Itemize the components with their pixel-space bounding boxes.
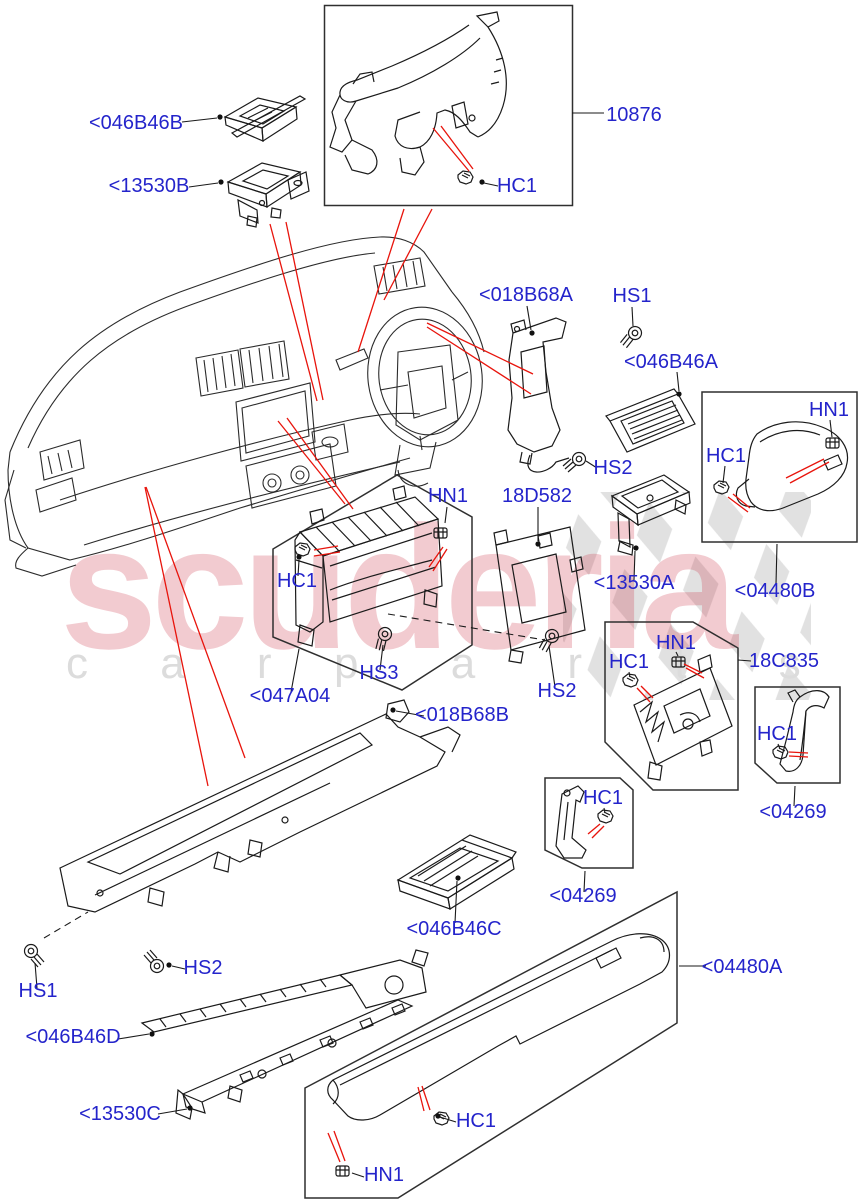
label-hc1-18C835[interactable]: HC1 xyxy=(609,651,649,673)
part-046B46D-strip xyxy=(140,949,429,1033)
part-13530B-tray xyxy=(226,162,310,228)
label-hc1-04480A[interactable]: HC1 xyxy=(456,1110,496,1132)
box-04269-right xyxy=(754,686,841,784)
part-10876-finisher xyxy=(329,11,507,176)
label-047A04[interactable]: <047A04 xyxy=(250,685,331,707)
dashed-reference-lines xyxy=(43,613,546,939)
screw-hs2-lower xyxy=(143,949,165,974)
label-046B46D[interactable]: <046B46D xyxy=(25,1026,120,1048)
screw-hs1-lower xyxy=(23,943,45,968)
part-18C835-panel xyxy=(633,654,733,781)
clip-hc1-04269-center xyxy=(597,809,614,824)
label-hc1-carrier[interactable]: HC1 xyxy=(277,570,317,592)
label-13530A[interactable]: <13530A xyxy=(594,572,675,594)
label-hn1-04480A[interactable]: HN1 xyxy=(364,1164,404,1186)
label-leaders xyxy=(34,112,833,1178)
label-04269-right[interactable]: <04269 xyxy=(759,801,826,823)
part-046B46A-tray xyxy=(605,388,696,453)
label-hn1-18C835[interactable]: HN1 xyxy=(656,632,696,654)
part-04269-center xyxy=(555,785,587,859)
label-046B46B[interactable]: <046B46B xyxy=(89,112,183,134)
steering-wheel xyxy=(335,306,483,487)
label-hc1-04269-center[interactable]: HC1 xyxy=(583,787,623,809)
part-13530A-bracket xyxy=(610,474,691,556)
clip-hc1-04269-right xyxy=(772,745,789,760)
box-04269-center xyxy=(544,777,634,869)
box-10876 xyxy=(323,4,574,207)
callout-boxes xyxy=(272,4,858,1199)
part-04480A-sill xyxy=(327,933,671,1121)
label-04269-center[interactable]: <04269 xyxy=(549,885,616,907)
part-046B46C-tray xyxy=(396,834,517,910)
part-number-labels: <046B46B <13530B 10876 HC1 <018B68A HS1 … xyxy=(19,104,849,1186)
part-018B68A-bracket xyxy=(507,317,570,473)
clip-hc1-console xyxy=(457,170,474,185)
label-hn1-carrier[interactable]: HN1 xyxy=(428,485,468,507)
part-018B68B-trim xyxy=(59,699,461,913)
label-04480B[interactable]: <04480B xyxy=(735,580,816,602)
label-18C835[interactable]: 18C835 xyxy=(749,650,819,672)
label-13530C[interactable]: <13530C xyxy=(79,1103,161,1125)
watermark-sub-right: p a r t s xyxy=(334,639,841,688)
label-hs1-lower[interactable]: HS1 xyxy=(19,980,58,1002)
part-04480B-lid xyxy=(735,421,849,512)
label-hs2-lower[interactable]: HS2 xyxy=(184,957,223,979)
box-04480B xyxy=(701,391,858,543)
red-leader-lines xyxy=(144,125,830,1163)
box-18C835 xyxy=(604,621,739,791)
screw-hs2-upper xyxy=(562,451,587,473)
label-hc1-04480B[interactable]: HC1 xyxy=(706,445,746,467)
label-10876[interactable]: 10876 xyxy=(606,104,662,126)
label-018B68B[interactable]: <018B68B xyxy=(415,704,509,726)
label-018B68A[interactable]: <018B68A xyxy=(479,284,574,306)
label-13530B[interactable]: <13530B xyxy=(109,175,190,197)
label-hc1-04269-right[interactable]: HC1 xyxy=(757,723,797,745)
label-hc1-console[interactable]: HC1 xyxy=(497,175,537,197)
part-046B46B-tray xyxy=(223,95,307,143)
part-047A04-carrier xyxy=(294,485,443,647)
label-046B46A[interactable]: <046B46A xyxy=(624,351,719,373)
box-04480A xyxy=(304,890,678,1199)
nut-hn1-04480A xyxy=(335,1165,350,1177)
screw-hs1-upper xyxy=(617,324,645,350)
box-047A04 xyxy=(272,474,473,691)
label-18D582[interactable]: 18D582 xyxy=(502,485,572,507)
watermark-sub-left: c a r xyxy=(66,639,302,688)
label-hs2-carrier[interactable]: HS2 xyxy=(538,680,577,702)
label-046B46C[interactable]: <046B46C xyxy=(406,918,501,940)
label-hs3[interactable]: HS3 xyxy=(360,662,399,684)
clip-hc1-04480A xyxy=(433,1111,450,1126)
label-04480A[interactable]: <04480A xyxy=(702,956,783,978)
label-hs1-upper[interactable]: HS1 xyxy=(613,285,652,307)
watermark-brand-text: scuderia xyxy=(60,491,739,686)
watermark: scuderia c a r p a r t s xyxy=(60,491,841,700)
label-hn1-04480B[interactable]: HN1 xyxy=(809,399,849,421)
label-hs2-upper[interactable]: HS2 xyxy=(594,457,633,479)
nut-hn1-04480B xyxy=(825,437,840,449)
